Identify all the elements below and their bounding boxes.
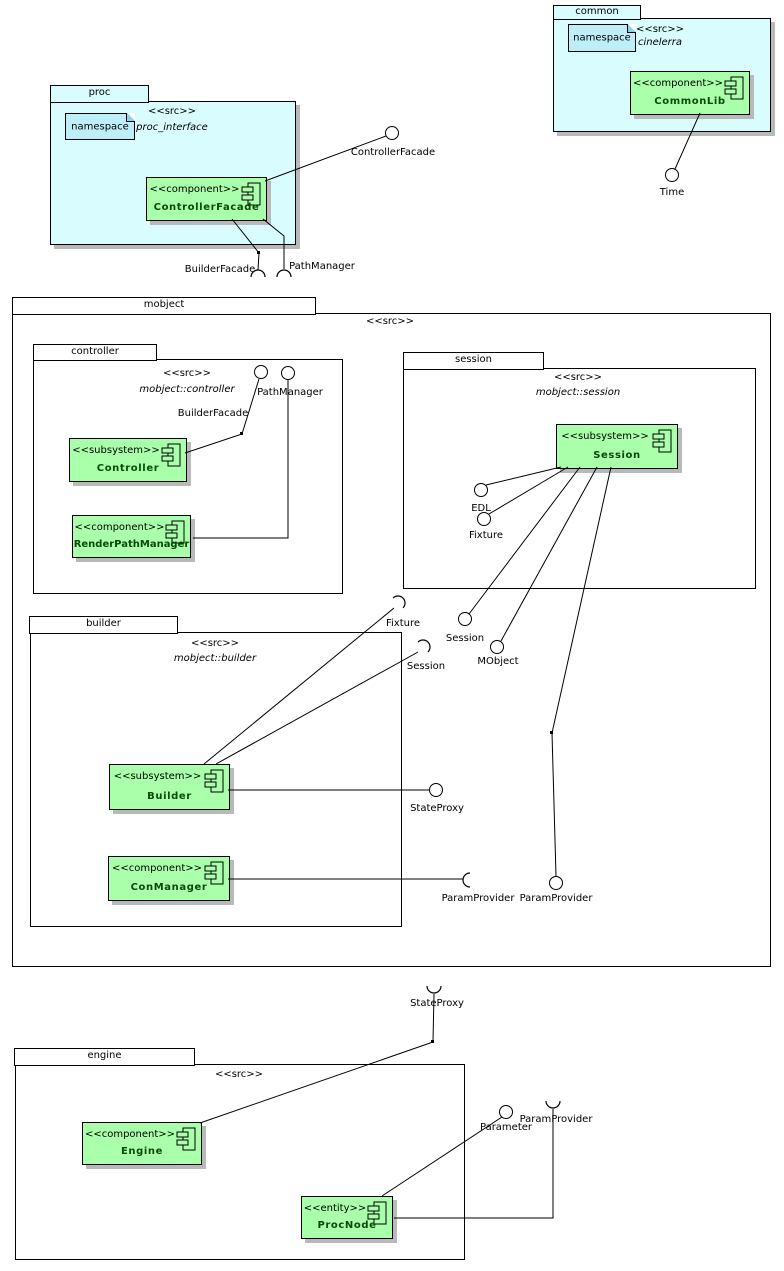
component-commonlib[interactable]: <<component>> CommonLib — [630, 71, 750, 115]
component-engine[interactable]: <<component>> Engine — [82, 1122, 202, 1165]
component-session[interactable]: <<subsystem>> Session — [556, 424, 678, 469]
interface-ball-fixture[interactable] — [477, 512, 491, 526]
component-stereotype: <<subsystem>> — [561, 431, 649, 442]
package-mobject-src: <<src>> — [365, 316, 415, 327]
interface-label-edl: EDL — [471, 503, 491, 514]
interface-label-session-socket: Session — [406, 661, 446, 672]
package-engine-src: <<src>> — [214, 1069, 264, 1080]
interface-label-stateproxy-socket: StateProxy — [410, 998, 464, 1009]
component-icon — [165, 520, 185, 547]
component-stereotype: <<subsystem>> — [113, 771, 202, 782]
interface-socket-session[interactable] — [412, 636, 435, 659]
interface-socket-paramprovider-mid[interactable] — [462, 872, 478, 888]
interface-label-time: Time — [659, 187, 685, 198]
interface-label-paramprovider-socket-mid: ParamProvider — [441, 893, 515, 904]
component-name: Engine — [120, 1146, 164, 1157]
component-builder[interactable]: <<subsystem>> Builder — [109, 764, 230, 810]
namespace-note-common[interactable]: namespace — [568, 24, 636, 52]
interface-socket-pathmanager[interactable] — [276, 269, 292, 285]
component-icon — [204, 861, 224, 888]
package-common-tab[interactable]: common — [553, 5, 641, 20]
interface-ball-controllerfacade[interactable] — [385, 126, 399, 140]
interface-label-mobject: MObject — [477, 656, 519, 667]
component-stereotype: <<component>> — [149, 184, 240, 195]
component-name: ProcNode — [317, 1220, 377, 1231]
component-stereotype: <<component>> — [84, 1129, 176, 1140]
component-icon — [652, 429, 672, 456]
component-name: Builder — [147, 791, 192, 802]
package-proc-tab[interactable]: proc — [50, 85, 149, 103]
interface-ball-stateproxy[interactable] — [429, 783, 443, 797]
interface-socket-paramprovider-engine[interactable] — [545, 1093, 561, 1109]
component-name: CommonLib — [654, 96, 726, 107]
interface-ball-parameter[interactable] — [499, 1105, 513, 1119]
bend-point — [257, 251, 260, 254]
component-conmanager[interactable]: <<component>> ConManager — [108, 856, 230, 901]
interface-label-builderfacade-ball: BuilderFacade — [177, 408, 249, 419]
namespace-note-proc[interactable]: namespace — [65, 113, 135, 140]
note-fold-icon — [126, 113, 135, 122]
interface-label-paramprovider-socket-engine: ParamProvider — [519, 1114, 593, 1125]
component-name: ControllerFacade — [153, 202, 260, 213]
interface-label-pathmanager-ball: PathManager — [257, 387, 323, 398]
interface-ball-session[interactable] — [458, 612, 472, 626]
note-text: namespace — [71, 121, 129, 132]
component-icon — [204, 769, 224, 796]
component-controllerfacade[interactable]: <<component>> ControllerFacade — [146, 177, 267, 221]
component-icon — [161, 443, 181, 470]
interface-ball-pathmanager[interactable] — [281, 366, 295, 380]
interface-ball-builderfacade[interactable] — [254, 365, 268, 379]
component-renderpathmanager[interactable]: <<component>> RenderPathManager — [72, 515, 191, 558]
package-proc-src: <<src>> — [147, 106, 197, 117]
component-name: Controller — [96, 463, 160, 474]
note-fold-icon — [627, 24, 636, 33]
interface-label-stateproxy-ball: StateProxy — [410, 803, 464, 814]
interface-ball-paramprovider[interactable] — [549, 876, 563, 890]
interface-label-builderfacade-socket: BuilderFacade — [184, 264, 256, 275]
package-controller-src: <<src>> — [162, 368, 212, 379]
package-builder-src: <<src>> — [190, 638, 240, 649]
note-text: namespace — [573, 32, 631, 44]
component-stereotype: <<entity>> — [303, 1203, 367, 1214]
component-controller[interactable]: <<subsystem>> Controller — [69, 438, 187, 482]
package-session-path: mobject::session — [535, 387, 621, 398]
component-name: RenderPathManager — [73, 539, 190, 550]
package-mobject-tab[interactable]: mobject — [12, 297, 316, 315]
interface-label-pathmanager-socket: PathManager — [289, 261, 355, 272]
package-engine-tab[interactable]: engine — [14, 1048, 195, 1066]
package-builder-path: mobject::builder — [173, 653, 257, 664]
component-stereotype: <<component>> — [111, 863, 203, 874]
package-session-tab[interactable]: session — [403, 352, 544, 370]
interface-socket-stateproxy[interactable] — [426, 978, 442, 994]
component-stereotype: <<subsystem>> — [72, 445, 160, 456]
package-controller-path: mobject::controller — [139, 384, 235, 395]
interface-socket-fixture[interactable] — [387, 592, 410, 615]
package-builder-tab[interactable]: builder — [29, 616, 178, 634]
interface-ball-time[interactable] — [665, 168, 679, 182]
package-common-src: <<src>> — [635, 24, 685, 35]
interface-ball-edl[interactable] — [474, 483, 488, 497]
interface-label-fixture-ball: Fixture — [468, 530, 504, 541]
component-stereotype: <<component>> — [632, 78, 724, 89]
component-name: Session — [593, 450, 641, 461]
component-icon — [724, 76, 744, 103]
interface-ball-mobject[interactable] — [490, 640, 504, 654]
component-name: ConManager — [130, 882, 208, 893]
interface-label-session-ball: Session — [445, 633, 485, 644]
interface-label-paramprovider-ball: ParamProvider — [519, 893, 593, 904]
component-icon — [176, 1127, 196, 1154]
package-session-body[interactable] — [403, 368, 756, 589]
component-icon — [241, 182, 261, 209]
bend-point — [431, 1040, 434, 1043]
interface-label-controllerfacade: ControllerFacade — [350, 147, 436, 158]
component-procnode[interactable]: <<entity>> ProcNode — [301, 1196, 393, 1239]
interface-label-fixture-socket: Fixture — [385, 618, 421, 629]
package-common-path: cinelerra — [637, 37, 683, 48]
package-controller-tab[interactable]: controller — [33, 344, 157, 361]
component-stereotype: <<component>> — [74, 522, 165, 533]
component-icon — [367, 1201, 387, 1228]
package-proc-path: proc_interface — [136, 122, 208, 133]
package-session-src: <<src>> — [553, 372, 603, 383]
